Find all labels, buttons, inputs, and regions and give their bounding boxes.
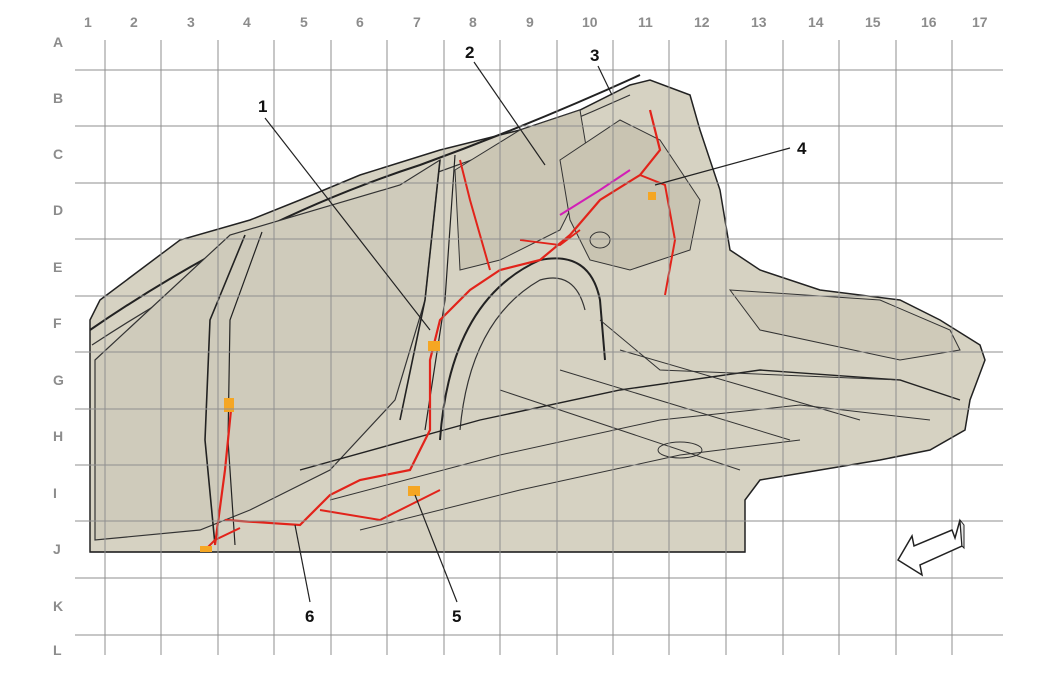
grid-row-label: G xyxy=(53,372,64,388)
grid-row-label: I xyxy=(53,485,57,501)
grid-row-label: K xyxy=(53,598,63,614)
grid-column-label: 15 xyxy=(865,14,881,30)
callout-6: 6 xyxy=(305,607,314,626)
callout-leader-lines xyxy=(264,61,791,603)
grid-row-label: E xyxy=(53,259,62,275)
grid-column-label: 14 xyxy=(808,14,824,30)
grid-column-label: 2 xyxy=(130,14,138,30)
callout-numbers: 1 2 3 4 5 6 xyxy=(258,43,807,626)
grid-column-label: 4 xyxy=(243,14,251,30)
grid-column-label: 17 xyxy=(972,14,988,30)
grid-row-label: C xyxy=(53,146,63,162)
grid-row-label: H xyxy=(53,428,63,444)
grid-column-label: 1 xyxy=(84,14,92,30)
grid-row-label: L xyxy=(53,642,62,658)
grid-column-label: 6 xyxy=(356,14,364,30)
callout-3: 3 xyxy=(590,46,599,65)
callout-2: 2 xyxy=(465,43,474,62)
grid-row-label: A xyxy=(53,34,63,50)
grid-column-label: 10 xyxy=(582,14,598,30)
grid-row-label: F xyxy=(53,315,62,331)
grid-column-label: 7 xyxy=(413,14,421,30)
callout-1: 1 xyxy=(258,97,267,116)
grid-column-label: 8 xyxy=(469,14,477,30)
grid-column-label: 11 xyxy=(638,14,653,30)
grid-column-label: 13 xyxy=(751,14,767,30)
callout-5: 5 xyxy=(452,607,461,626)
front-direction-arrow-icon xyxy=(896,518,965,577)
vehicle-body-illustration xyxy=(89,74,986,553)
grid-row-label: J xyxy=(53,541,61,557)
harness-connectors xyxy=(200,192,656,552)
grid-column-label: 3 xyxy=(187,14,195,30)
grid-lines xyxy=(75,40,1003,655)
grid-row-labels: A B C D E F G H I J K L xyxy=(53,34,64,658)
grid-column-label: 5 xyxy=(300,14,308,30)
grid-row-label: B xyxy=(53,90,63,106)
grid-row-label: D xyxy=(53,202,63,218)
grid-column-label: 9 xyxy=(526,14,534,30)
callout-4: 4 xyxy=(797,139,807,158)
grid-column-label: 12 xyxy=(694,14,710,30)
grid-column-label: 16 xyxy=(921,14,937,30)
